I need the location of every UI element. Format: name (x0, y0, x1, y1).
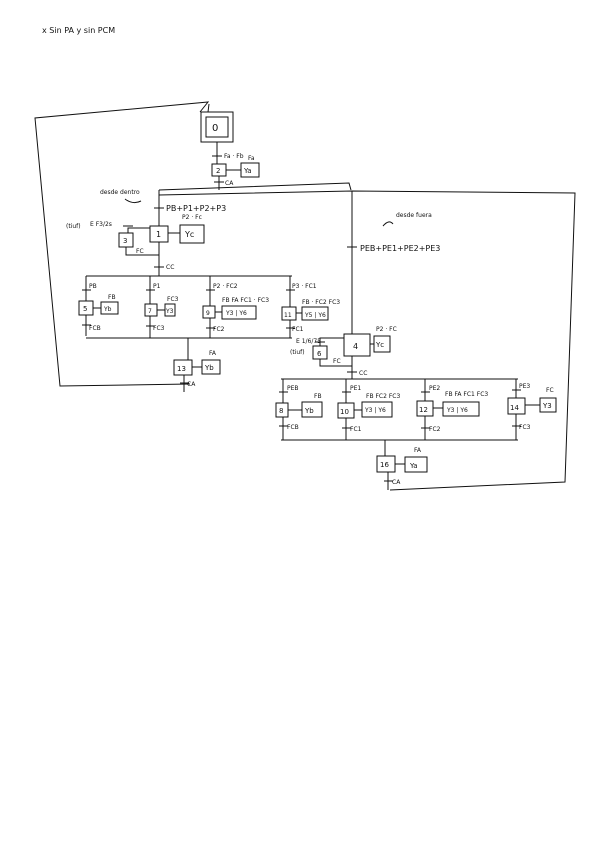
fc2-2-label: FC2 (429, 426, 441, 433)
action-1 (179, 224, 205, 244)
step-0-label: 0 (212, 123, 218, 134)
note-desde-fuera: desde fuera (396, 212, 432, 219)
action-13-label: Yb (204, 364, 214, 372)
step-16-label: 16 (380, 461, 389, 469)
cond-14-label: FC (546, 387, 554, 394)
action-7-label: Y3 (165, 308, 174, 315)
transition-1b-label: E F3/2s (90, 221, 112, 228)
transition-main-in-label: PB+P1+P2+P3 (166, 204, 226, 213)
action-2-label: Ya (243, 167, 252, 175)
tb-p2-label: P2 · FC2 (213, 283, 238, 290)
tb-peb-label: PEB (287, 385, 299, 392)
fc2-1-label: FC2 (213, 326, 225, 333)
action-2 (240, 162, 260, 178)
step-12-label: 12 (419, 406, 428, 414)
transition-6-label: E 1/6/75 (296, 338, 321, 345)
action-7 (164, 303, 176, 317)
tiuf-1-label: (tiuf) (66, 223, 81, 230)
transition-fuera-in-label: PEB+PE1+PE2+PE3 (360, 244, 440, 253)
cond-2-label: Fa (248, 155, 255, 162)
cond-12-label: FB FA FC1 FC3 (445, 391, 488, 398)
fc-1-label: FC (136, 248, 144, 255)
cond-11-label: FB · FC2 FC3 (302, 299, 340, 306)
fcb-1-label: FCB (89, 325, 101, 332)
fc-2-label: FC (333, 358, 341, 365)
step-0-group: 0 (200, 111, 234, 143)
cond-13-label: FA (209, 350, 217, 357)
return-loop-right (158, 190, 576, 491)
fc1-2-label: FC1 (350, 426, 362, 433)
cond-7-label: FC3 (167, 296, 179, 303)
transition-fa-fb-label: Fa · Fb (224, 153, 244, 160)
ca-16-label: CA (392, 479, 401, 486)
tb-p3-label: P3 · FC1 (292, 283, 317, 290)
action-16-label: Ya (409, 462, 418, 470)
fc1-1-label: FC1 (292, 326, 304, 333)
fc3-1-label: FC3 (153, 325, 165, 332)
cond-5-label: FB (108, 294, 116, 301)
top-bar-upper (158, 182, 352, 191)
header-note: x Sin PA y sin PCM (42, 26, 115, 35)
tb-p1-label: P1 (153, 283, 161, 290)
step-0-inner (205, 116, 229, 138)
action-4 (373, 335, 391, 353)
action-8-label: Yb (304, 407, 314, 415)
tb-pe1-label: PE1 (350, 385, 361, 392)
cond-8-label: FB (314, 393, 322, 400)
cond-9-label: FB FA FC1 · FC3 (222, 297, 269, 304)
step-13-label: 13 (177, 365, 186, 373)
action-9-label: Y3 | Y6 (225, 310, 247, 317)
step-3-label: 3 (123, 237, 127, 245)
step-5-label: 5 (83, 305, 87, 313)
step-11-label: 11 (284, 312, 292, 319)
cc-2-label: CC (359, 370, 367, 377)
step-7-label: 7 (148, 308, 152, 315)
action-10 (361, 401, 393, 418)
transition-ca1-label: CA (225, 180, 234, 187)
tb-pe2-label: PE2 (429, 385, 440, 392)
tb-pb-label: PB (89, 283, 97, 290)
cond-1-label: P2 · Fc (182, 214, 202, 221)
action-14-label: Y3 (542, 402, 552, 410)
action-12-label: Y3 | Y6 (446, 407, 468, 414)
action-8 (301, 401, 323, 418)
step-6-label: 6 (317, 350, 322, 358)
action-11 (301, 306, 329, 321)
step-14-label: 14 (510, 404, 519, 412)
return-loop-left (34, 101, 210, 387)
ca-13-label: CA (187, 381, 196, 388)
action-16 (404, 456, 428, 473)
step-10-label: 10 (340, 408, 349, 416)
action-5-label: Yb (103, 306, 112, 313)
cond-16-label: FA (414, 447, 422, 454)
step-4 (343, 333, 371, 357)
action-12 (442, 401, 480, 417)
action-4-label: Yc (375, 341, 384, 349)
tiuf-2-label: (tiuf) (290, 349, 305, 356)
action-10-label: Y3 | Y6 (364, 407, 386, 414)
step-1-label: 1 (156, 230, 161, 239)
action-14 (539, 397, 557, 413)
tb-pe3-label: PE3 (519, 383, 530, 390)
cond-4-label: P2 · FC (376, 326, 397, 333)
action-13 (201, 359, 221, 375)
step-4-label: 4 (353, 342, 358, 351)
action-9 (221, 305, 257, 320)
action-1-label: Yc (184, 230, 194, 239)
action-5 (100, 301, 119, 315)
note-desde-dentro: desde dentro (100, 189, 140, 196)
cond-10-label: FB FC2 FC3 (366, 393, 400, 400)
step-2-label: 2 (216, 167, 220, 175)
step-9-label: 9 (206, 310, 210, 317)
cc-1-label: CC (166, 264, 174, 271)
step-8-label: 8 (279, 407, 283, 415)
fc3-2-label: FC3 (519, 424, 531, 431)
fcb-2-label: FCB (287, 424, 299, 431)
action-11-label: Y5 | Y6 (304, 312, 326, 319)
